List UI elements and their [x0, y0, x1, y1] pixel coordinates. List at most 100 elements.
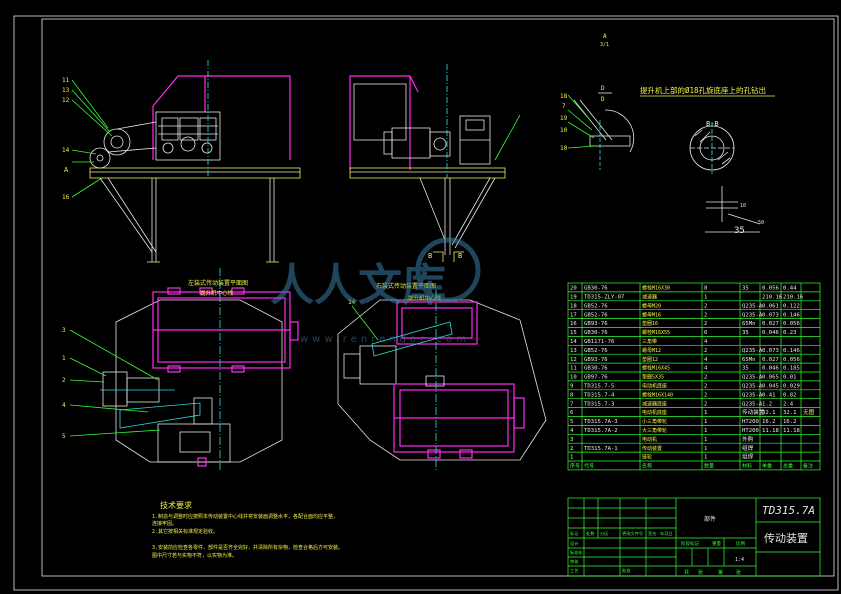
- bom-cell-qty: 2: [704, 392, 707, 398]
- bom-cell-code: TD315.7-3: [584, 401, 614, 407]
- scale-value: 1:4: [735, 557, 744, 563]
- bom-cell-qty: 6: [704, 330, 707, 336]
- bom-cell-unit: 0.056: [762, 286, 779, 292]
- bom-cell-qty: 4: [704, 339, 708, 345]
- bom-cell-name: 小三角带轮: [642, 418, 667, 425]
- tech-req-line-1: 1.制造与调整时应按照本传动装置中心线并将安装面调整水平，各配合面均应平整，: [152, 513, 338, 520]
- bom-cell-code: GB52-76: [584, 312, 608, 318]
- bom-cell-total: 0.122: [783, 303, 800, 309]
- bom-cell-unit: 0.41: [762, 392, 775, 398]
- section-arrows-bb: [433, 251, 464, 262]
- bom-cell-no: 3: [570, 437, 573, 443]
- bom-cell-no: 7: [570, 401, 573, 407]
- bom-cell-code: GB93-76: [584, 321, 608, 327]
- bom-cell-unit: 0.027: [762, 357, 779, 363]
- part-label: 部件: [704, 515, 716, 523]
- outer-border: [13, 15, 839, 591]
- bom-cell-mat: HT200: [742, 419, 759, 425]
- title-block-cell: 更改文件号: [622, 530, 643, 537]
- bom-cell-name: 螺栓M16X45: [642, 365, 670, 372]
- left-plan-sub: 提升机中心线: [200, 289, 234, 297]
- bom-cell-code: TD315.7A-1: [584, 446, 618, 452]
- title-block-cell: 批准: [622, 567, 630, 574]
- bom-cell-total: 210.16: [783, 295, 803, 301]
- bom-cell-mat: Q235-A: [742, 303, 763, 309]
- sheet-total-1: 共: [684, 569, 689, 576]
- bom-cell-no: 17: [570, 312, 577, 318]
- bom-cell-no: 9: [570, 384, 573, 390]
- bom-cell-no: 6: [570, 410, 573, 416]
- left-plan-title: 左装式传动装置平面图: [188, 279, 248, 287]
- bom-cell-total: 0.146: [783, 312, 800, 318]
- bom-cell-qty: 4: [704, 366, 708, 372]
- callout-14: 14: [62, 147, 70, 154]
- bom-cell-no: 11: [570, 366, 577, 372]
- bom-cell-no: 20: [570, 286, 577, 292]
- bom-cell-code: GB30-76: [584, 330, 608, 336]
- view-marker-b2: B: [458, 252, 462, 260]
- bom-cell-name: 减速器底座: [642, 400, 667, 407]
- bom-cell-code: TD315.7-4: [584, 392, 615, 398]
- bom-cell-code: TD315-ZLY-07: [584, 295, 624, 301]
- view-marker-b1: B: [428, 252, 432, 260]
- bom-cell-name: 螺母M16: [642, 311, 661, 318]
- bom-cell-note: 无图: [803, 408, 815, 416]
- bom-cell-name: 传动装置: [642, 445, 662, 452]
- bom-cell-no: 18: [570, 303, 577, 309]
- callout-10b: 10: [560, 145, 568, 152]
- bom-cell-code: GB97-76: [584, 375, 608, 381]
- callout-11: 11: [62, 77, 70, 84]
- front-view-left: [71, 60, 301, 263]
- bom-cell-total: 0.82: [783, 392, 796, 398]
- bom-cell-qty: 2: [704, 321, 707, 327]
- bom-cell-name: 垫圈5X35: [642, 374, 664, 381]
- bom-cell-no: 8: [570, 392, 574, 398]
- bom-cell-mat: Q235-A: [742, 312, 763, 318]
- plan-callout-1: 1: [62, 355, 66, 362]
- bom-cell-unit: 0.046: [762, 330, 779, 336]
- sheet-total-2: 张: [698, 569, 703, 576]
- bom-cell-mat: 组焊: [742, 453, 754, 461]
- bom-cell-qty: 2: [704, 375, 707, 381]
- stage-mark: 阶段标记: [681, 540, 699, 547]
- bom-cell-no: 15: [570, 330, 577, 336]
- bom-cell-unit: 1.2: [762, 401, 772, 407]
- bom-cell-qty: 2: [704, 312, 707, 318]
- bom-cell-no: 19: [570, 295, 577, 301]
- detail-view-d: A 3/1 D D: [567, 33, 635, 170]
- bom-cell-code: GB93-76: [584, 357, 608, 363]
- tech-requirements: 技术要求 1.制造与调整时应按照本传动装置中心线并将安装面调整水平，各配合面均应…: [152, 500, 343, 559]
- bom-cell-total: 0.056: [783, 357, 800, 363]
- bom-cell-name: 大三角带轮: [642, 427, 667, 434]
- bom-cell-name: 螺母M12: [642, 347, 661, 354]
- dim-10: 10: [740, 203, 746, 209]
- top-note: 提升机上部的Ø18孔旋底座上的孔钻出: [640, 85, 766, 95]
- bom-cell-no: 2: [570, 446, 573, 452]
- tech-req-line-4: 3.安装前应检查各零件、部件是否齐全完好，并清除所有杂物，检查合格后方可安装。: [152, 544, 343, 551]
- bom-cell-mat: 35: [742, 286, 749, 292]
- title-block-cell: 处数: [586, 530, 595, 537]
- bom-cell-mat: 35: [742, 330, 749, 336]
- bom-cell-mat: Q235-A: [742, 401, 763, 407]
- watermark-text: 人人文库: [270, 260, 446, 311]
- section-label-a: A: [603, 33, 607, 40]
- bom-cell-mat: HT200: [742, 428, 759, 434]
- right-plan-title: 右装式传动装置平面图: [376, 282, 436, 290]
- bom-cell-qty: 1: [704, 419, 707, 425]
- callout-7: 7: [562, 103, 566, 110]
- bom-cell-qty: 1: [704, 410, 707, 416]
- tech-req-line-5: 图中尺寸若与实物不符，以实物为准。: [152, 552, 237, 559]
- bom-cell-total: 11.18: [783, 428, 800, 434]
- bom-cell-qty: 1: [704, 455, 707, 461]
- bom-cell-name: 电动机: [642, 436, 657, 443]
- right-plan-sub: 提升机中心线: [408, 294, 442, 302]
- bom-cell-code: GB52-76: [584, 348, 608, 354]
- bom-cell-name: 垫圈12: [642, 356, 658, 363]
- title-block-cell: 工艺: [570, 568, 578, 573]
- bom-cell-code: GB52-76: [584, 303, 608, 309]
- title-block-cell: 设计: [570, 540, 578, 547]
- bom-cell-qty: 2: [704, 348, 707, 354]
- bom-cell-code: TD315.7A-2: [584, 428, 618, 434]
- bom-header-cell: 单重: [762, 463, 772, 470]
